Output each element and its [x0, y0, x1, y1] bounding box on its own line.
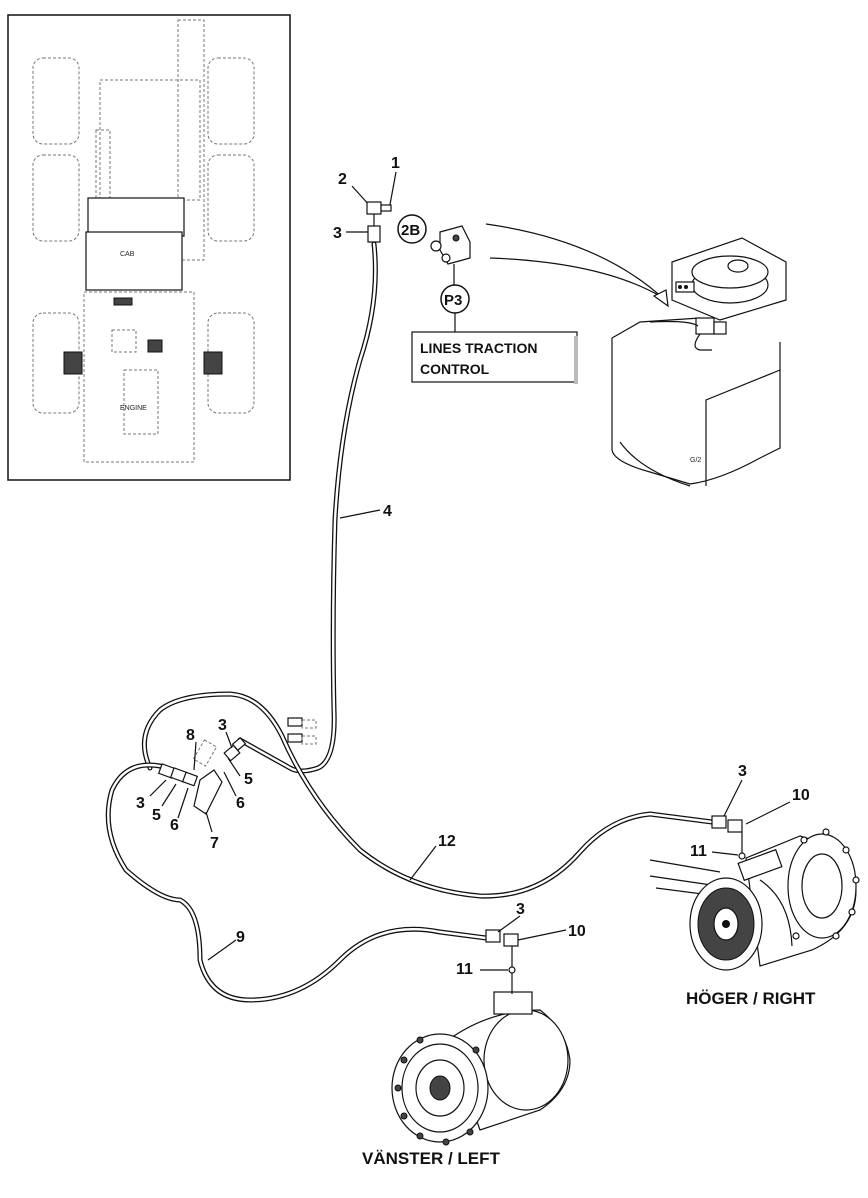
- hydraulic-tank: G/2: [611, 237, 787, 487]
- valve-block: [430, 225, 471, 286]
- callout-10-left: 10: [568, 923, 586, 940]
- callout-12: 12: [438, 833, 456, 850]
- callout-7: 7: [210, 835, 219, 852]
- callout-3-left-motor: 3: [516, 901, 525, 918]
- callout-8: 8: [186, 727, 195, 744]
- caption-right: HÖGER / RIGHT: [686, 989, 816, 1008]
- callout-3-left: 3: [136, 795, 145, 812]
- callout-numbers: 1 2 3 4 3 8 5 6 3 5 6 7 12 9 3 10 11 3 1…: [136, 155, 810, 978]
- callout-6-right: 6: [236, 795, 245, 812]
- callout-2: 2: [338, 171, 347, 188]
- callout-10-right: 10: [792, 787, 810, 804]
- callout-3-top: 3: [333, 225, 342, 242]
- svg-text:G/2: G/2: [690, 457, 701, 464]
- machine-overview-inset: CAB ENGINE: [7, 14, 291, 481]
- callout-9: 9: [236, 929, 245, 946]
- callout-6-left: 6: [170, 817, 179, 834]
- caption-left: VÄNSTER / LEFT: [362, 1149, 501, 1168]
- junction-leaders: [149, 731, 241, 833]
- note-line-1: LINES TRACTION: [420, 340, 537, 356]
- hose-9: [105, 762, 489, 1003]
- left-travel-motor: [391, 915, 571, 1146]
- junction-block: [157, 717, 317, 815]
- ref-2b-label: 2B: [401, 222, 420, 239]
- hose-12: [141, 691, 715, 899]
- callout-5-right: 5: [244, 771, 253, 788]
- note-line-2: CONTROL: [420, 361, 490, 377]
- ref-p3-label: P3: [444, 292, 462, 309]
- engine-label: ENGINE: [120, 405, 147, 412]
- callout-11-right: 11: [690, 843, 707, 860]
- callout-11-left: 11: [456, 961, 473, 978]
- callout-4: 4: [383, 503, 392, 520]
- cab-label: CAB: [120, 251, 135, 258]
- top-fittings: [346, 171, 471, 286]
- ref-2b-circle: 2B: [397, 214, 427, 244]
- right-travel-motor: [649, 779, 860, 971]
- callout-3-junction: 3: [218, 717, 227, 734]
- note-box: LINES TRACTION CONTROL: [411, 331, 578, 384]
- ref-p3-circle: P3: [440, 284, 470, 314]
- callout-3-right-motor: 3: [738, 763, 747, 780]
- hose-4: [237, 241, 378, 774]
- callout-5-left: 5: [152, 807, 161, 824]
- pointer-arrows: [485, 223, 669, 308]
- callout-1: 1: [391, 155, 400, 172]
